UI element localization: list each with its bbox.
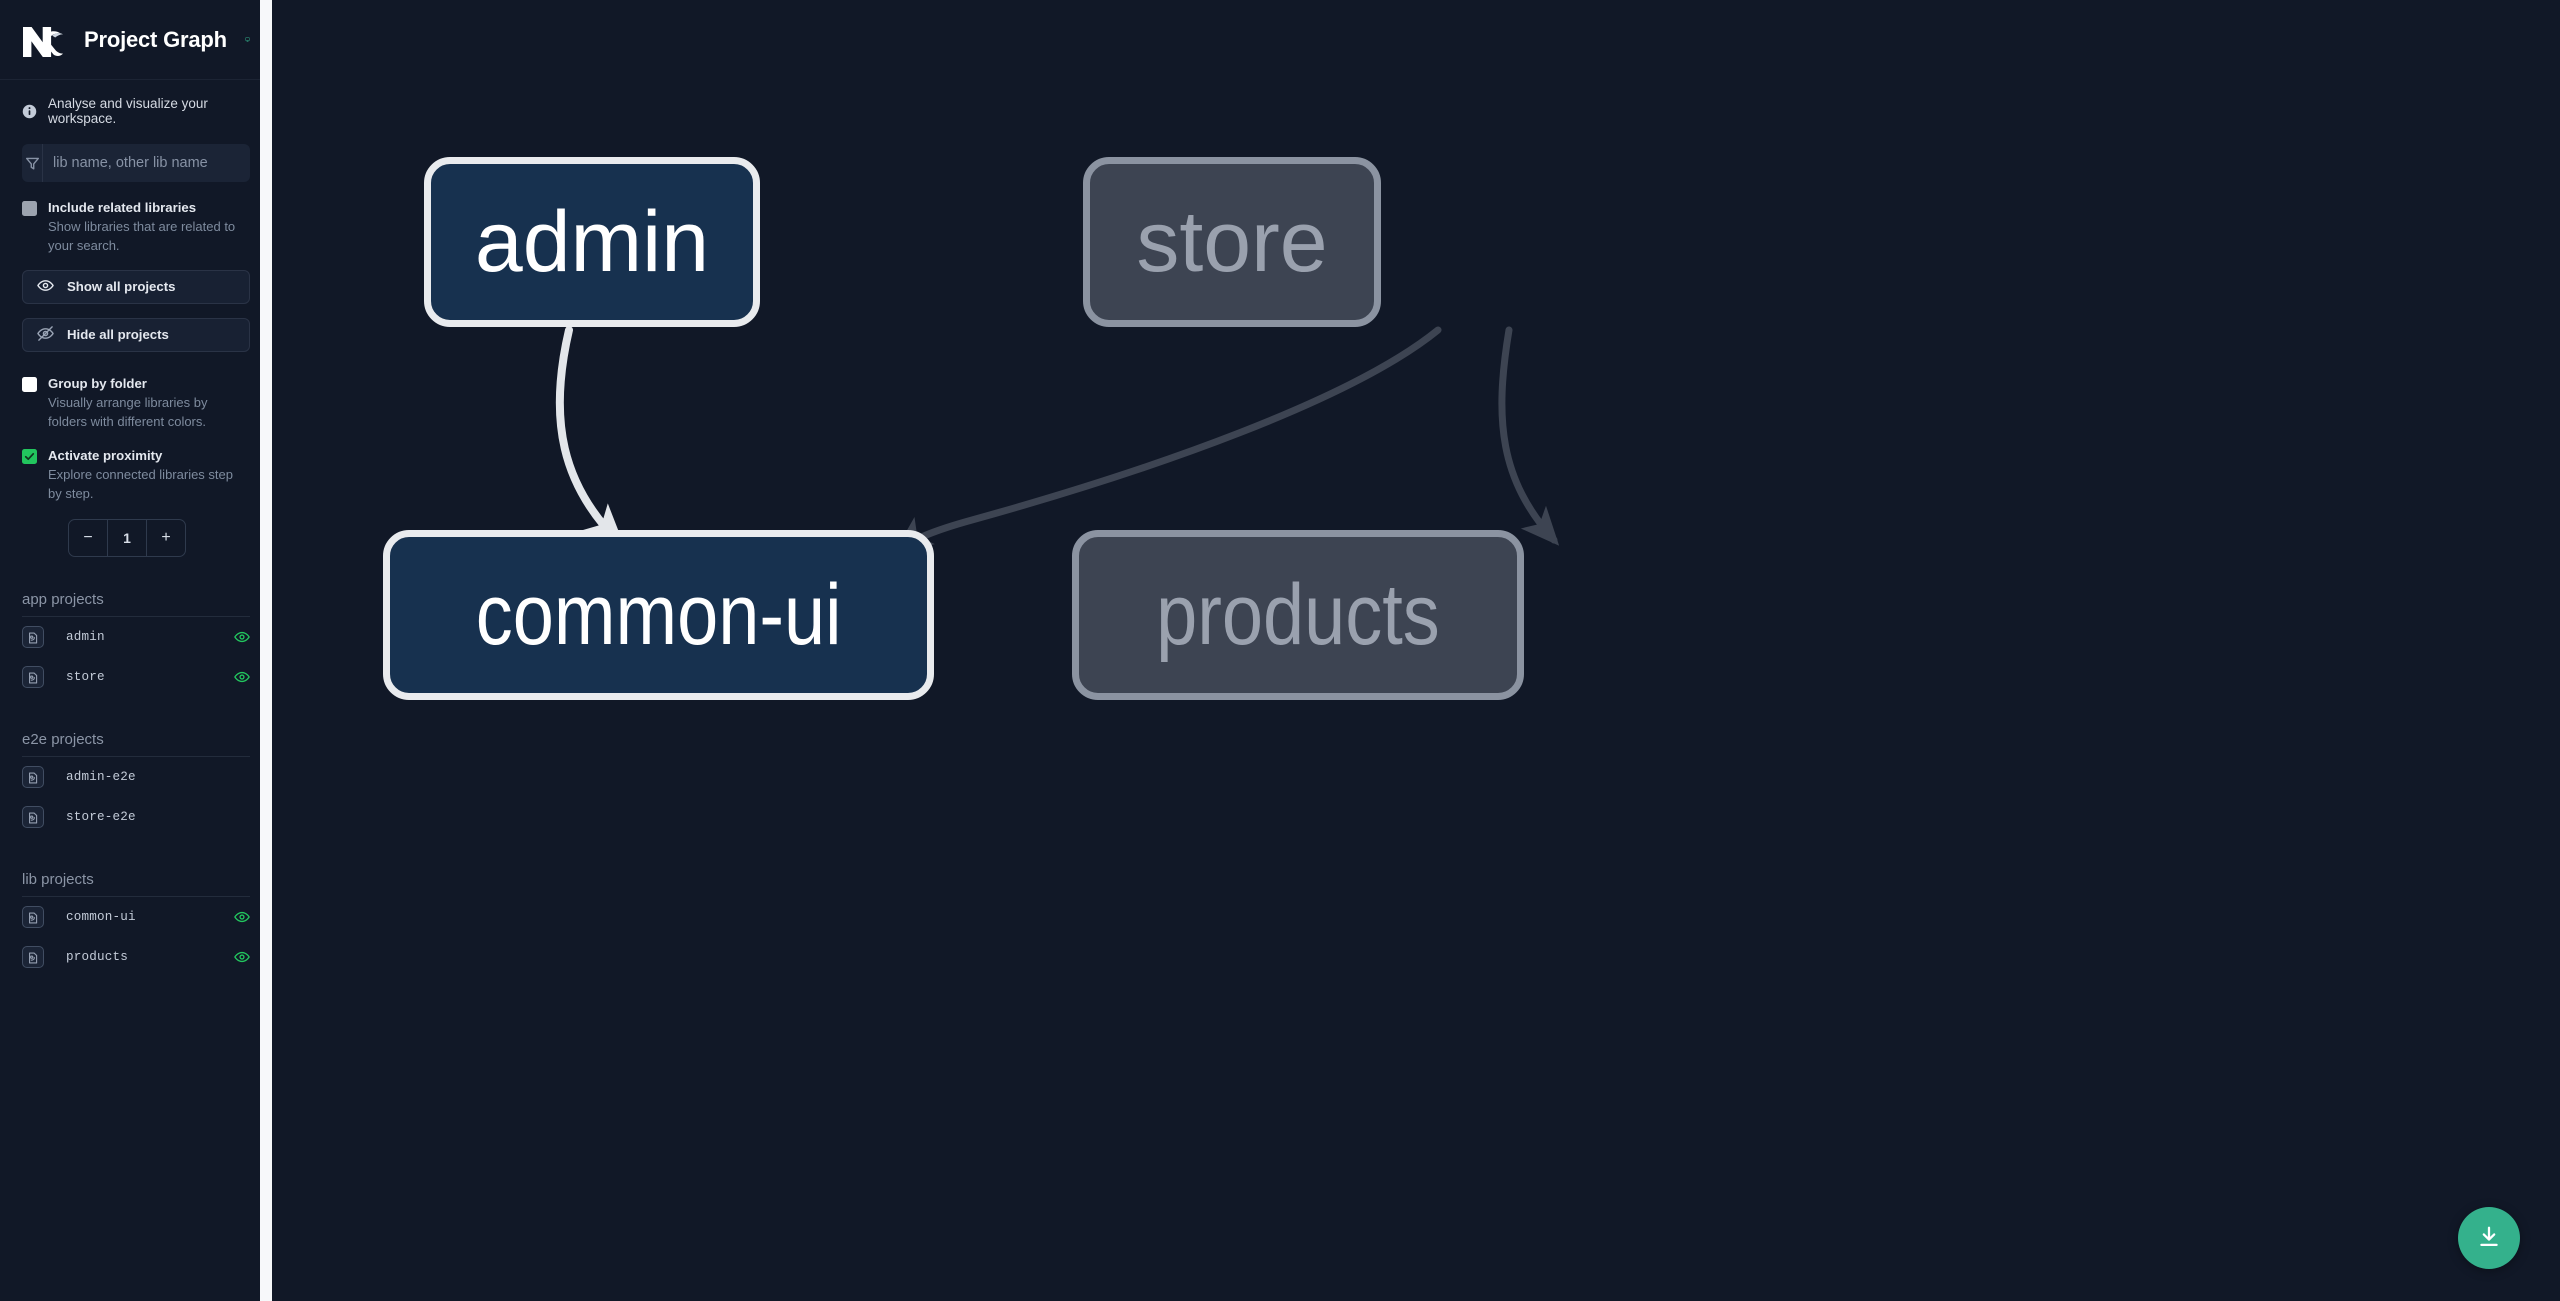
- option-description: Explore connected libraries step by step…: [48, 466, 233, 501]
- option-label: Group by folder: [48, 375, 147, 391]
- eye-off-icon: [37, 325, 54, 345]
- graph-node-label: store: [1136, 194, 1328, 290]
- group-title: app projects: [22, 591, 104, 609]
- divider: [22, 616, 250, 618]
- option-activate-proximity[interactable]: Activate proximity Explore connected lib…: [22, 446, 250, 504]
- tagline: Analyse and visualize your workspace.: [0, 80, 272, 140]
- graph-node-label: products: [1156, 567, 1440, 663]
- proximity-depth-value: 1: [107, 520, 147, 557]
- option-label: Activate proximity: [48, 447, 163, 463]
- divider: [22, 896, 250, 898]
- sidebar-header: Project Graph: [0, 0, 272, 80]
- graph-node-label: admin: [474, 194, 710, 290]
- show-all-projects-button[interactable]: Show all projects: [22, 269, 250, 304]
- edge-store-to-products: [1498, 326, 1560, 546]
- sidebar: Project Graph Analyse and visualize your…: [0, 0, 272, 1301]
- project-list-item-common-ui[interactable]: common-ui: [22, 897, 250, 937]
- project-icon-box: [22, 906, 44, 929]
- graph-node-products[interactable]: products: [1072, 530, 1524, 700]
- sidebar-body: Include related libraries Show libraries…: [0, 144, 272, 977]
- project-name: admin-e2e: [66, 770, 136, 785]
- graph-canvas[interactable]: admin store common-ui products: [272, 0, 2560, 1301]
- project-list-item-admin[interactable]: admin: [22, 617, 250, 657]
- nx-logo-icon: [22, 21, 64, 59]
- project-icon-box: [22, 946, 44, 969]
- project-list-item-admin-e2e[interactable]: admin-e2e: [22, 757, 250, 797]
- check-icon: [24, 452, 35, 460]
- project-icon-box: [22, 666, 44, 689]
- project-file-icon: [27, 951, 39, 965]
- project-group-app-projects: app projects admin: [22, 591, 250, 697]
- search-field[interactable]: [22, 144, 250, 182]
- project-name: store-e2e: [66, 810, 136, 825]
- project-icon-box: [22, 626, 44, 649]
- edge-admin-to-common-ui: [555, 326, 626, 549]
- project-file-icon: [27, 911, 39, 925]
- eye-icon: [37, 277, 54, 297]
- project-file-icon: [27, 631, 39, 645]
- filter-icon: [25, 156, 40, 171]
- graph-node-label: common-ui: [475, 567, 842, 663]
- graph-edges: [555, 326, 1560, 554]
- include-related-libraries-checkbox[interactable]: [22, 201, 37, 216]
- project-file-icon: [27, 771, 39, 785]
- activate-proximity-checkbox[interactable]: [22, 448, 37, 464]
- project-group-lib-projects: lib projects common-ui: [22, 871, 250, 977]
- sidebar-scrollbar[interactable]: [260, 0, 272, 1301]
- download-image-button[interactable]: [2458, 1207, 2520, 1269]
- group-title: e2e projects: [22, 731, 104, 749]
- project-file-icon: [27, 671, 39, 685]
- filter-icon-box: [22, 144, 43, 182]
- group-title: lib projects: [22, 871, 94, 889]
- project-list-item-products[interactable]: products: [22, 937, 250, 977]
- tagline-text: Analyse and visualize your workspace.: [48, 96, 208, 126]
- proximity-decrement-button[interactable]: −: [69, 520, 107, 556]
- monitor-icon[interactable]: [245, 30, 250, 50]
- project-group-e2e-projects: e2e projects admin-e2e: [22, 731, 250, 837]
- project-visibility-eye-icon[interactable]: [234, 629, 250, 645]
- edge-store-to-common-ui: [893, 326, 1442, 554]
- project-name: common-ui: [66, 910, 136, 925]
- graph-node-common-ui[interactable]: common-ui: [383, 530, 934, 700]
- project-visibility-eye-icon[interactable]: [234, 949, 250, 965]
- project-visibility-eye-icon[interactable]: [234, 909, 250, 925]
- graph-node-admin[interactable]: admin: [424, 157, 760, 327]
- proximity-depth-stepper[interactable]: − 1 +: [68, 519, 186, 558]
- project-icon-box: [22, 806, 44, 829]
- project-list-item-store-e2e[interactable]: store-e2e: [22, 797, 250, 837]
- option-description: Show libraries that are related to your …: [48, 219, 236, 253]
- project-name: products: [66, 950, 129, 965]
- download-icon: [2476, 1224, 2502, 1253]
- project-name: store: [66, 670, 105, 685]
- divider: [22, 756, 250, 758]
- info-icon: [22, 104, 37, 119]
- project-file-icon: [27, 811, 39, 825]
- option-include-related-libraries[interactable]: Include related libraries Show libraries…: [22, 198, 250, 256]
- project-visibility-eye-icon[interactable]: [234, 669, 250, 685]
- project-icon-box: [22, 766, 44, 789]
- hide-all-projects-button[interactable]: Hide all projects: [22, 317, 250, 352]
- option-description: Visually arrange libraries by folders wi…: [48, 394, 208, 429]
- project-list-item-store[interactable]: store: [22, 657, 250, 697]
- show-all-projects-label: Show all projects: [67, 279, 176, 295]
- page-title: Project Graph: [84, 26, 227, 52]
- graph-node-store[interactable]: store: [1083, 157, 1381, 327]
- option-label: Include related libraries: [48, 200, 197, 215]
- search-input[interactable]: [43, 144, 250, 182]
- group-by-folder-checkbox[interactable]: [22, 376, 37, 392]
- proximity-increment-button[interactable]: +: [147, 520, 185, 556]
- option-group-by-folder[interactable]: Group by folder Visually arrange librari…: [22, 374, 250, 432]
- hide-all-projects-label: Hide all projects: [67, 327, 169, 343]
- project-name: admin: [66, 630, 105, 645]
